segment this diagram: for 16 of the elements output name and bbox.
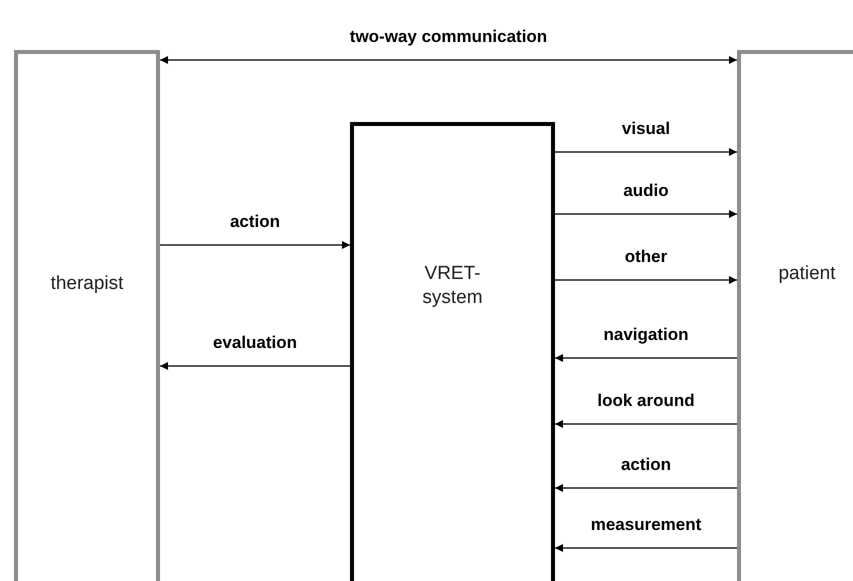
arrow bbox=[555, 354, 737, 362]
arrow bbox=[555, 544, 737, 552]
process-box bbox=[14, 50, 160, 581]
arrow bbox=[555, 210, 737, 218]
arrow bbox=[555, 148, 737, 156]
arrow bbox=[555, 420, 737, 428]
process-box bbox=[350, 122, 555, 581]
arrow bbox=[555, 276, 737, 284]
arrow bbox=[160, 362, 350, 370]
box-label: VRET- system bbox=[421, 262, 484, 310]
arrow bbox=[160, 56, 737, 64]
box-label: patient bbox=[777, 262, 837, 286]
box-label: therapist bbox=[50, 272, 124, 296]
arrow bbox=[555, 484, 737, 492]
arrow bbox=[160, 241, 350, 249]
process-box bbox=[737, 50, 853, 581]
